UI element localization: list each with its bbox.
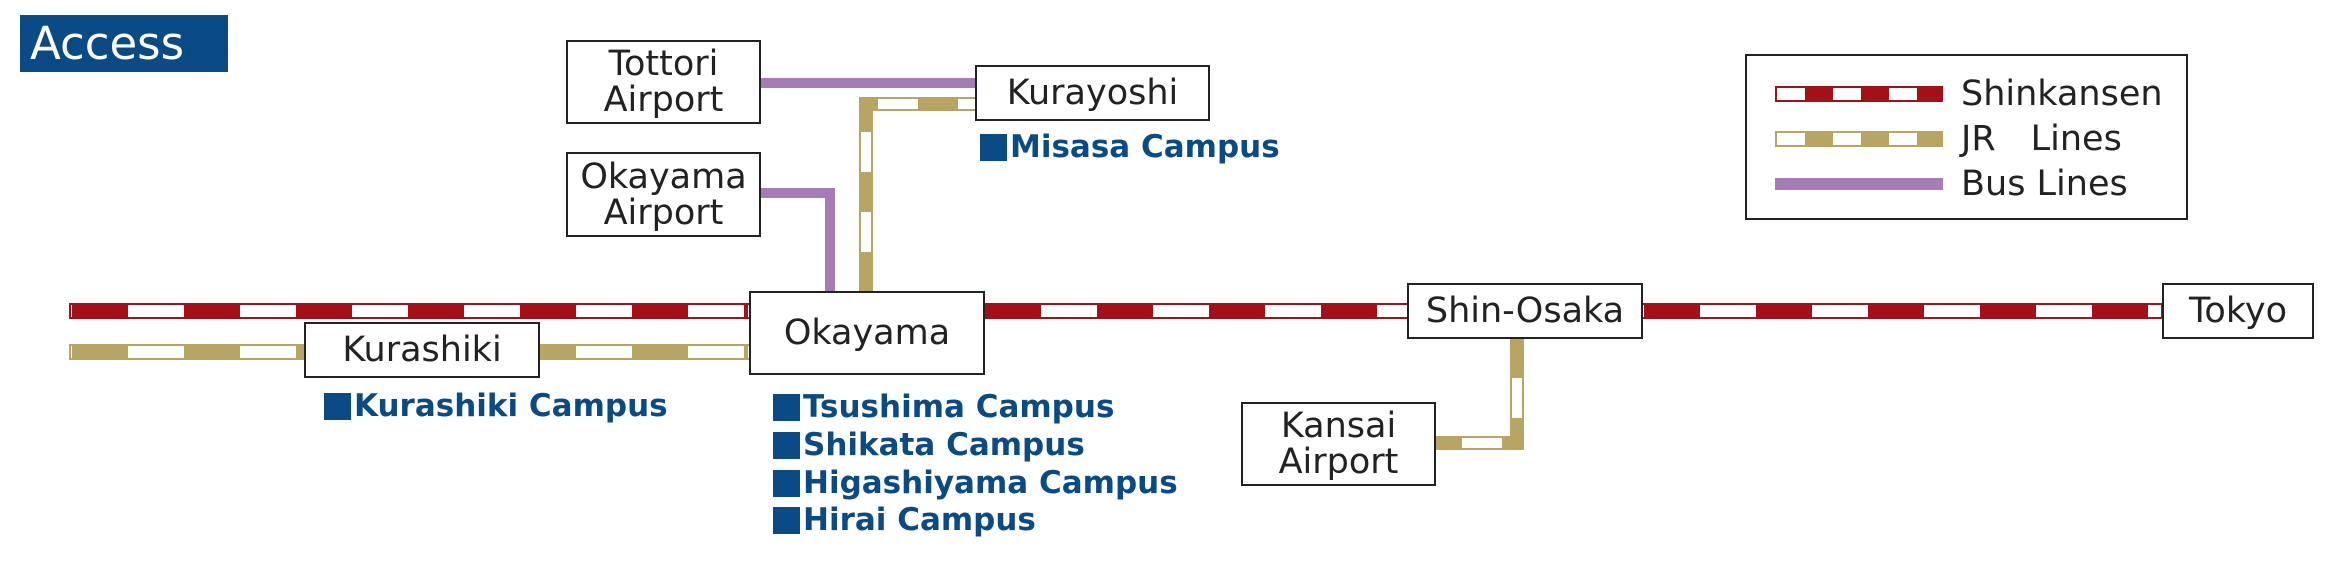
campus-marker-icon	[773, 469, 800, 497]
legend-item-bus-lines: Bus Lines	[1747, 164, 2186, 204]
jr-swatch	[1775, 131, 1943, 147]
campus-shikata[interactable]: Shikata Campus	[773, 426, 1085, 464]
page-title: Access	[20, 15, 228, 72]
campus-tsushima[interactable]: Tsushima Campus	[773, 388, 1114, 426]
station-kurashiki[interactable]: Kurashiki	[304, 322, 540, 378]
campus-label: Hirai Campus	[803, 502, 1036, 538]
campus-higashiyama[interactable]: Higashiyama Campus	[773, 464, 1178, 502]
legend: Shinkansen JR Lines Bus Lines	[1745, 54, 2188, 220]
campus-hirai[interactable]: Hirai Campus	[773, 501, 1036, 539]
bus-line-okayama-airport	[760, 188, 835, 292]
campus-label: Kurashiki Campus	[354, 388, 668, 424]
jr-line-okayama-kurayoshi	[859, 97, 975, 292]
station-tokyo[interactable]: Tokyo	[2162, 283, 2314, 339]
legend-label: Bus Lines	[1961, 164, 2128, 204]
campus-marker-icon	[980, 133, 1007, 161]
station-tottori-airport[interactable]: Tottori Airport	[566, 40, 761, 124]
legend-item-jr-lines: JR Lines	[1747, 119, 2186, 159]
bus-swatch	[1775, 178, 1943, 190]
campus-label: Misasa Campus	[1010, 129, 1280, 165]
shinkansen-line-west	[69, 303, 751, 319]
campus-label: Shikata Campus	[803, 427, 1085, 463]
legend-item-shinkansen: Shinkansen	[1747, 74, 2186, 114]
campus-marker-icon	[773, 506, 800, 534]
campus-marker-icon	[773, 431, 800, 459]
legend-label: Shinkansen	[1961, 74, 2163, 114]
campus-kurashiki[interactable]: Kurashiki Campus	[324, 387, 668, 425]
campus-label: Higashiyama Campus	[803, 465, 1178, 501]
station-kurayoshi[interactable]: Kurayoshi	[975, 65, 1210, 121]
campus-misasa[interactable]: Misasa Campus	[980, 128, 1280, 166]
shinkansen-line-shin-osaka-tokyo	[1641, 303, 2163, 319]
campus-label: Tsushima Campus	[803, 389, 1115, 425]
jr-line-shin-osaka-kansai	[1435, 338, 1524, 450]
campus-marker-icon	[773, 393, 800, 421]
station-kansai-airport[interactable]: Kansai Airport	[1241, 402, 1436, 486]
station-okayama[interactable]: Okayama	[749, 291, 985, 375]
station-shin-osaka[interactable]: Shin-Osaka	[1407, 283, 1643, 339]
campus-marker-icon	[324, 392, 351, 420]
shinkansen-swatch	[1775, 86, 1943, 102]
legend-label: JR Lines	[1961, 119, 2122, 159]
station-okayama-airport[interactable]: Okayama Airport	[566, 152, 761, 237]
shinkansen-line-okayama-shin-osaka	[982, 303, 1409, 319]
